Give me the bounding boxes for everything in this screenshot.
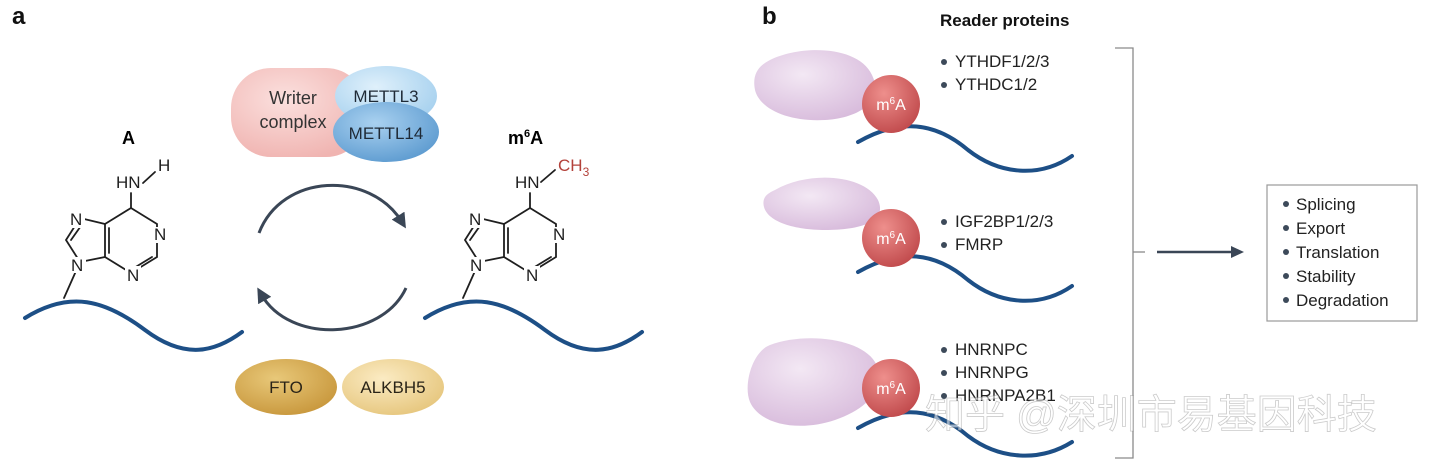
m6a-mark-3 — [862, 359, 920, 417]
m6a-n3: N — [526, 266, 538, 285]
writer-title-line1: Writer — [269, 88, 317, 108]
reader-protein-3 — [747, 338, 880, 426]
demethylation-arrow — [257, 287, 408, 332]
outcome-item: Translation — [1296, 243, 1379, 262]
reader-item: IGF2BP1/2/3 — [955, 212, 1053, 231]
reader-group-3: m6A HNRNPC HNRNPG HNRNPA2B1 — [747, 338, 1074, 458]
m6a-n9: N — [470, 256, 482, 275]
rna-strand-a-right — [423, 299, 644, 352]
watermark-text: 知乎 @深圳市易基因科技 — [925, 393, 1377, 437]
reader-item: YTHDF1/2/3 — [955, 52, 1049, 71]
alkbh5-label: ALKBH5 — [360, 378, 425, 397]
reader-group-2: m6A IGF2BP1/2/3 FMRP — [763, 177, 1074, 303]
rna-strand-a-left — [23, 299, 244, 352]
m6a-amine-nh: HN — [515, 173, 540, 192]
alkbh5-enzyme — [342, 359, 444, 415]
reader-proteins-title: Reader proteins — [940, 11, 1069, 30]
reader-item: HNRNPG — [955, 363, 1029, 382]
reader-item: HNRNPC — [955, 340, 1028, 359]
eraser-enzymes: FTO ALKBH5 — [235, 359, 444, 415]
mettl14-subunit — [333, 102, 439, 162]
m6a-mark-label-3: m6A — [876, 380, 906, 398]
methylation-arrow — [257, 183, 406, 234]
outcome-arrow-head — [1231, 246, 1244, 258]
reader-item: HNRNPA2B1 — [955, 386, 1056, 405]
reader-item: FMRP — [955, 235, 1003, 254]
adenine-n1: N — [154, 225, 166, 244]
adenine-n9: N — [71, 256, 83, 275]
m6a-label: m6A — [508, 128, 543, 148]
m6a-n7: N — [469, 210, 481, 229]
fto-label: FTO — [269, 378, 303, 397]
outcome-item: Degradation — [1296, 291, 1389, 310]
m6a-molecule: m6A HN CH3 N N N N — [462, 128, 590, 299]
m6a-mark-label-2: m6A — [876, 230, 906, 248]
m6a-methyl: CH3 — [558, 156, 590, 179]
reader-protein-1 — [754, 50, 876, 121]
reader-group-1: m6A YTHDF1/2/3 YTHDC1/2 — [754, 50, 1074, 173]
writer-body — [231, 68, 366, 157]
panel-b-letter: b — [762, 3, 777, 30]
reader-item: YTHDC1/2 — [955, 75, 1037, 94]
reader-bracket — [1115, 47, 1134, 459]
adenine-n7: N — [70, 210, 82, 229]
outcomes-list: Splicing Export Translation Stability De… — [1283, 195, 1389, 310]
fto-enzyme — [235, 359, 337, 415]
adenine-amine-h: H — [158, 156, 170, 175]
adenine-molecule: A HN H N N N N — [63, 128, 170, 299]
mettl14-label: METTL14 — [349, 124, 424, 143]
panel-a-letter: a — [12, 3, 26, 30]
outcome-item: Stability — [1296, 267, 1356, 286]
outcomes-box — [1266, 184, 1418, 322]
adenine-n3: N — [127, 266, 139, 285]
m6a-mark-2 — [862, 209, 920, 267]
outcome-item: Export — [1296, 219, 1345, 238]
outcome-item: Splicing — [1296, 195, 1356, 214]
m6a-n1: N — [553, 225, 565, 244]
writer-title-line2: complex — [259, 112, 326, 132]
m6a-mark-1 — [862, 75, 920, 133]
adenine-label: A — [122, 128, 135, 148]
reader-protein-2 — [763, 177, 881, 230]
mettl3-label: METTL3 — [353, 87, 418, 106]
adenine-amine-nh: HN — [116, 173, 141, 192]
m6a-mark-label-1: m6A — [876, 96, 906, 114]
writer-complex: Writer complex METTL3 METTL14 — [231, 66, 439, 162]
